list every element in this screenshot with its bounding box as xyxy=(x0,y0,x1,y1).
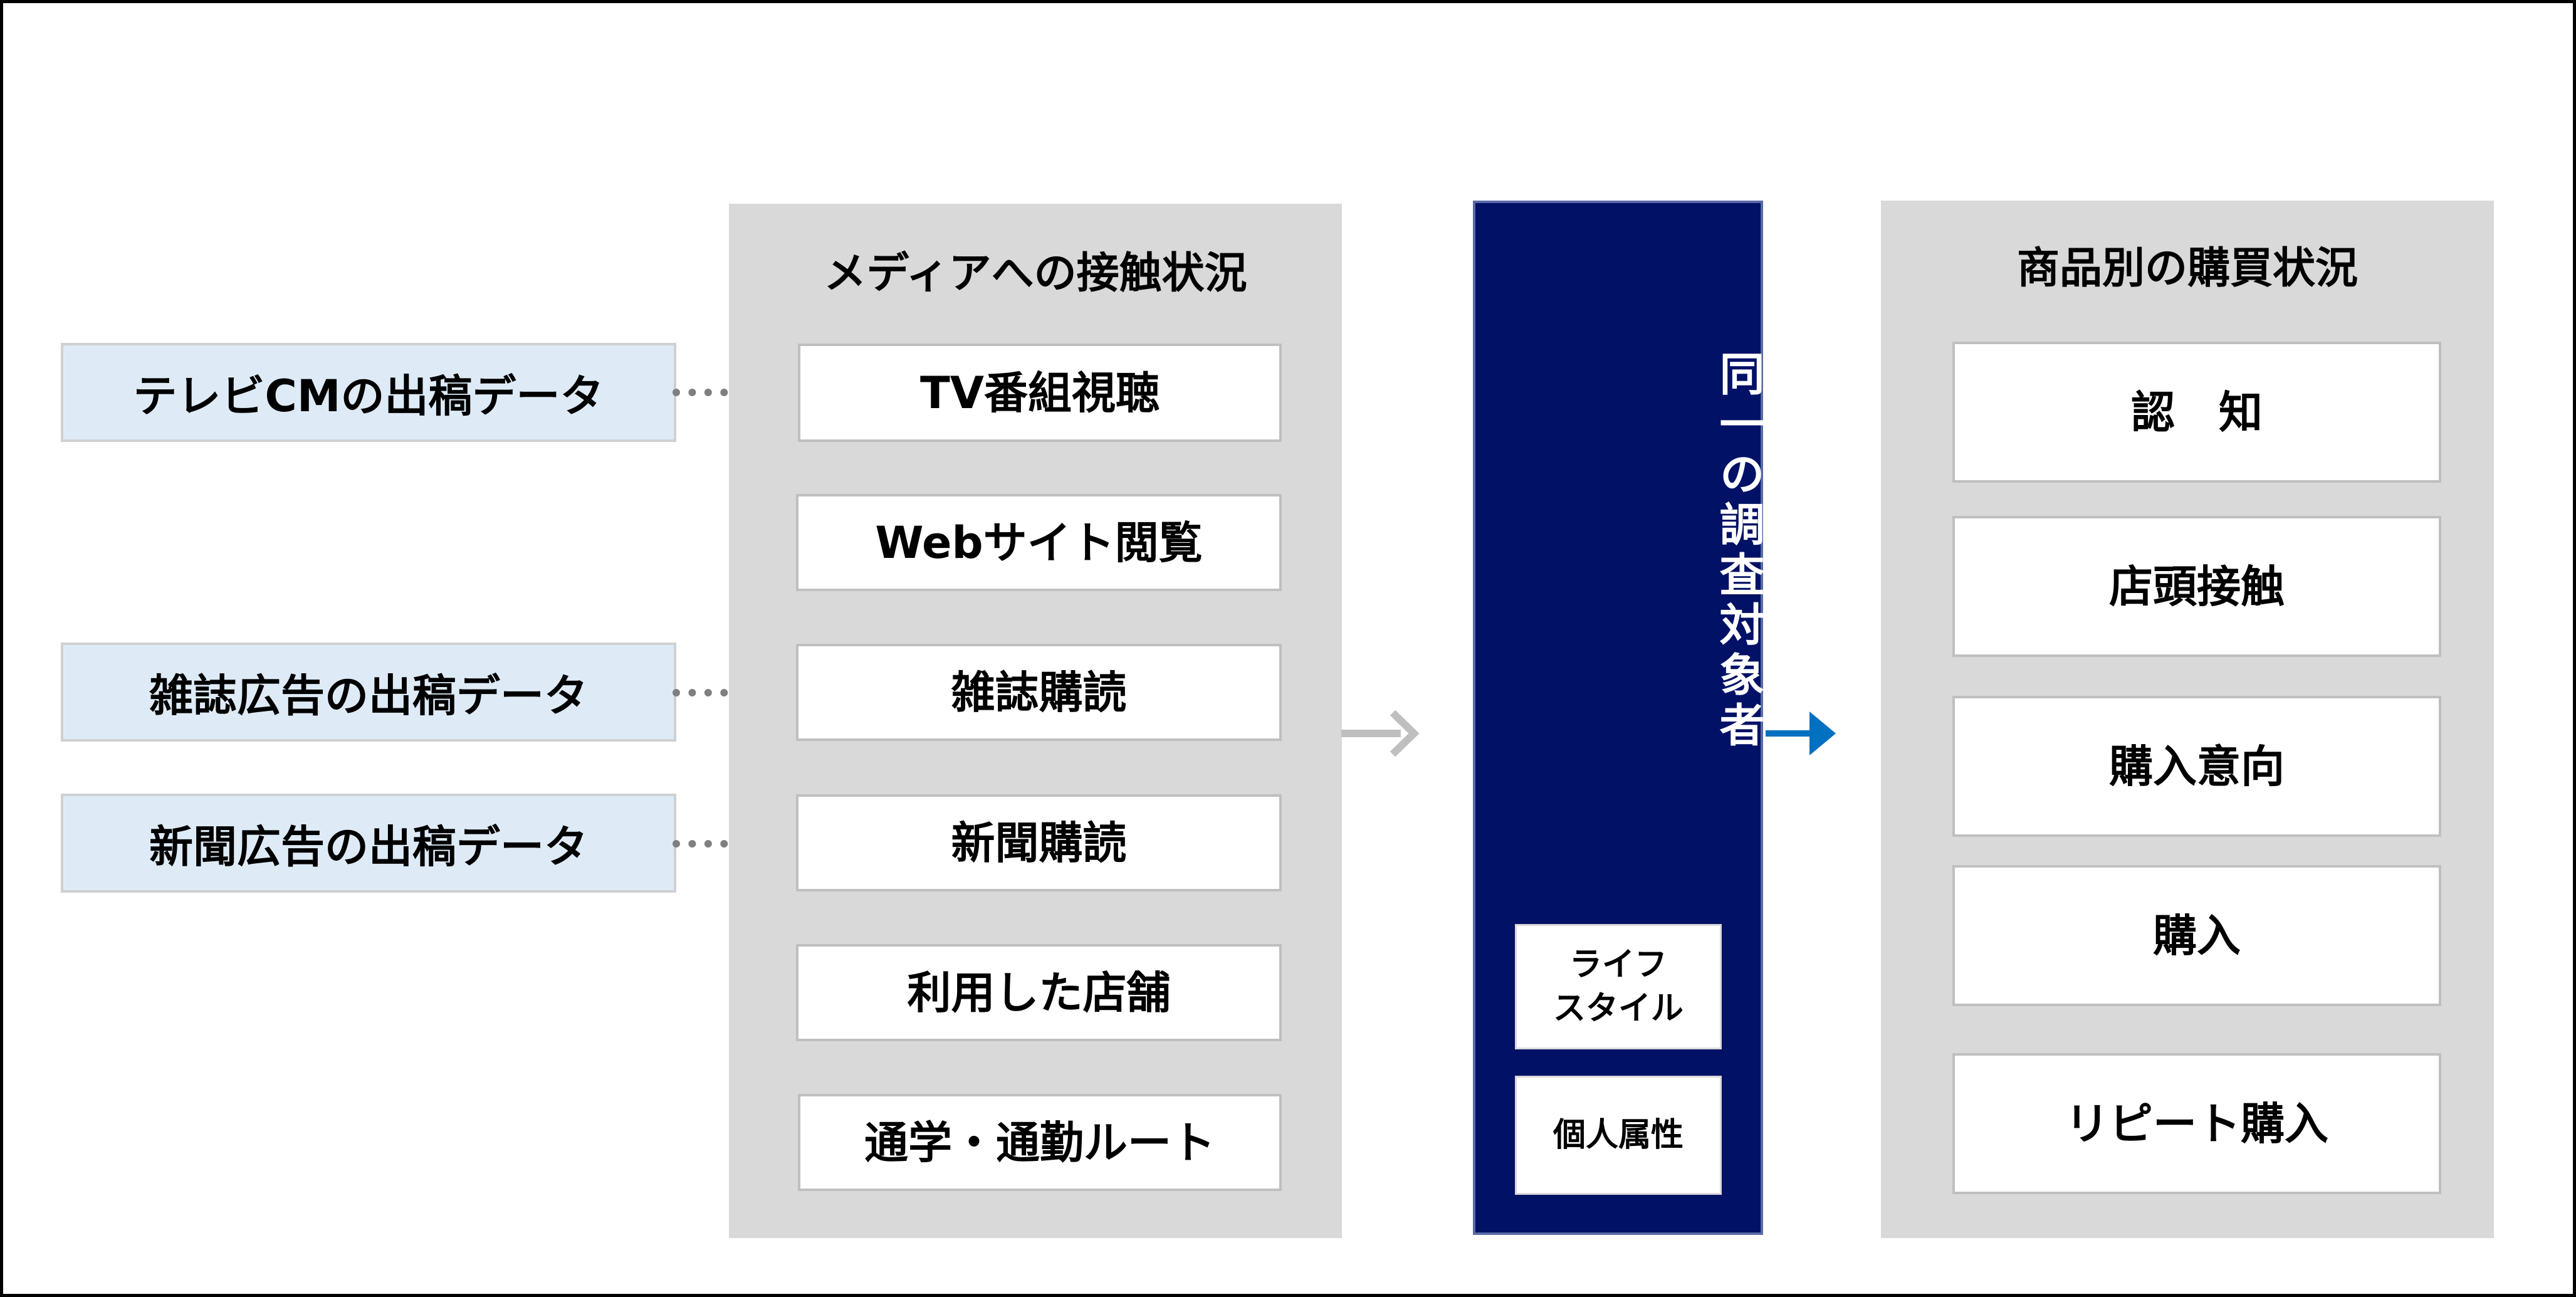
media-item-commute-label: 通学・通勤ルート xyxy=(864,1116,1215,1168)
personal-attributes-label: 個人属性 xyxy=(1552,1116,1683,1154)
media-item-newspaper: 新聞購読 xyxy=(796,794,1282,891)
purchase-item-awareness-label: 認 知 xyxy=(2131,386,2263,438)
lifestyle-box: ライフ スタイル xyxy=(1515,924,1722,1049)
media-item-store: 利用した店舗 xyxy=(796,944,1282,1041)
media-item-magazine: 雑誌購読 xyxy=(796,644,1282,741)
media-item-store-label: 利用した店舗 xyxy=(907,967,1171,1019)
source-tv-cm-label: テレビCMの出稿データ xyxy=(133,370,604,422)
media-item-web-label: Webサイト閲覧 xyxy=(875,517,1203,569)
lifestyle-label-line2: スタイル xyxy=(1552,990,1683,1027)
lifestyle-label-line1: ライフ xyxy=(1569,945,1667,984)
purchase-item-intent-label: 購入意向 xyxy=(2109,740,2285,792)
personal-attributes-box: 個人属性 xyxy=(1515,1076,1722,1195)
purchase-item-store-contact-label: 店頭接触 xyxy=(2109,560,2285,612)
same-respondents-panel: 同一の調査対象者 ライフ スタイル 個人属性 xyxy=(1473,201,1764,1235)
purchase-item-purchase: 購入 xyxy=(1952,865,2441,1006)
purchase-item-intent: 購入意向 xyxy=(1952,696,2441,837)
media-item-tv: TV番組視聴 xyxy=(798,344,1282,442)
source-magazine-ad: 雑誌広告の出稿データ xyxy=(61,643,676,742)
purchase-item-repeat: リピート購入 xyxy=(1952,1053,2441,1194)
media-item-web: Webサイト閲覧 xyxy=(796,494,1282,591)
purchase-item-store-contact: 店頭接触 xyxy=(1952,516,2441,657)
source-magazine-ad-label: 雑誌広告の出稿データ xyxy=(149,670,588,722)
purchase-item-repeat-label: リピート購入 xyxy=(2065,1098,2328,1150)
arrow-right-gray-icon xyxy=(1341,710,1420,757)
source-tv-cm: テレビCMの出稿データ xyxy=(61,343,676,442)
source-newspaper-ad: 新聞広告の出稿データ xyxy=(61,794,676,893)
purchase-item-purchase-label: 購入 xyxy=(2153,910,2241,962)
media-panel-title: メディアへの接触状況 xyxy=(824,249,1247,298)
media-item-magazine-label: 雑誌購読 xyxy=(951,666,1127,718)
purchase-item-awareness: 認 知 xyxy=(1952,342,2441,483)
media-item-tv-label: TV番組視聴 xyxy=(920,367,1160,419)
source-newspaper-ad-label: 新聞広告の出稿データ xyxy=(149,821,588,873)
media-item-newspaper-label: 新聞購読 xyxy=(951,817,1127,869)
arrow-right-blue-icon xyxy=(1766,712,1836,755)
purchase-panel-title: 商品別の購買状況 xyxy=(2016,244,2358,293)
media-item-commute: 通学・通勤ルート xyxy=(798,1094,1282,1191)
same-respondents-title: 同一の調査対象者 xyxy=(1712,350,1764,752)
